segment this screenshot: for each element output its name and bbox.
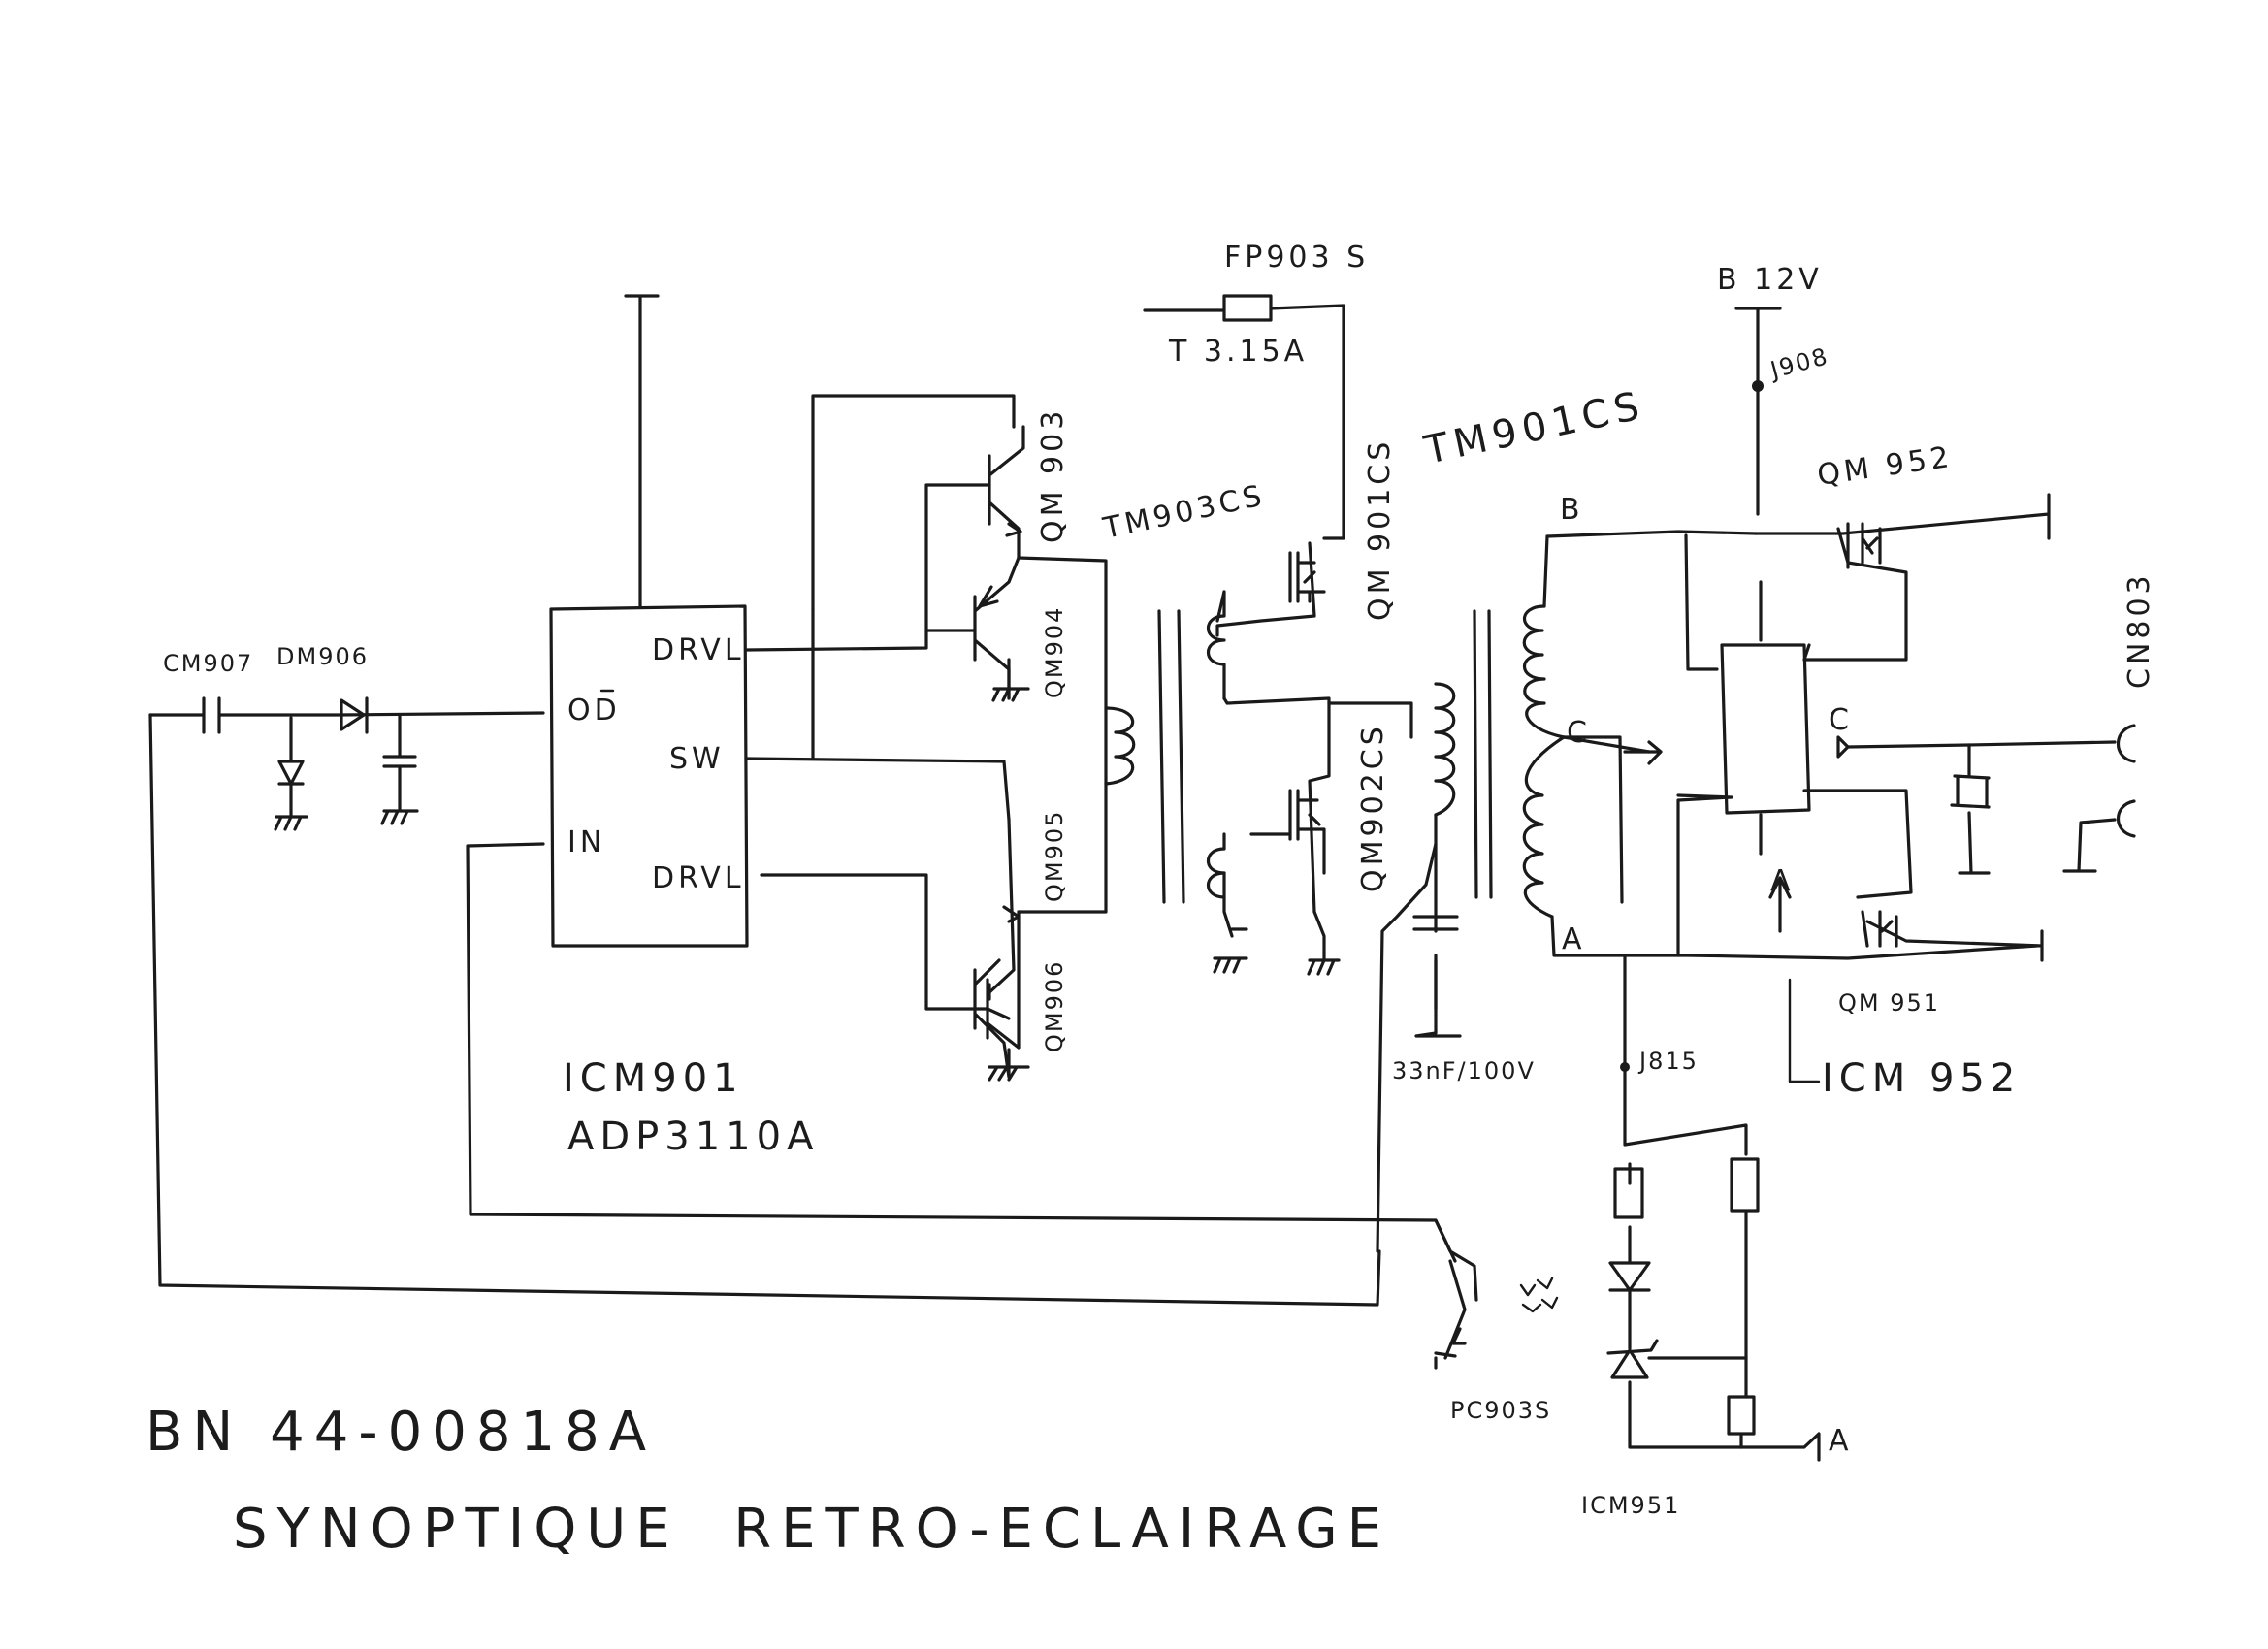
node-labels: B C A A A C: [1560, 493, 1853, 1458]
ic-labels: ICM901 ADP3110A 33nF/100V J815 ICM 952 P…: [563, 1048, 2021, 1519]
label-tm903cs: TM903CS: [1099, 478, 1268, 546]
ic-pin-labels: OD IN DRVL SW DRVL: [567, 633, 745, 895]
label-j815: J815: [1637, 1048, 1699, 1075]
pin-sw: SW: [669, 742, 725, 776]
label-qm902cs: QM902CS: [1356, 723, 1390, 892]
transformer-tm903cs: [1104, 609, 1185, 904]
label-qm906: QM906: [1041, 960, 1068, 1052]
label-b12v: B 12V: [1717, 263, 1823, 297]
title-block: BN 44-00818A SYNOPTIQUE RETRO-ECLAIRAGE: [146, 1401, 1391, 1561]
tm903-secondary-coils: [1207, 590, 1248, 974]
icm952-controller: [1720, 643, 1811, 815]
shunt-capacitor: [380, 713, 419, 825]
label-qm903: QM 903: [1036, 407, 1070, 543]
shunt-diode: [274, 716, 308, 831]
resistor-left: [1613, 1167, 1644, 1219]
label-qm904: QM904: [1041, 606, 1068, 698]
junction-j908: [1752, 380, 1764, 392]
node-a-internal: A: [1770, 864, 1795, 898]
resistor-right: [1730, 1157, 1760, 1212]
pin-drvl-bottom: DRVL: [652, 861, 745, 895]
capacitor-33nf: [1412, 915, 1459, 931]
fuse-fp903s: [1222, 294, 1273, 322]
label-33nf: 33nF/100V: [1392, 1057, 1536, 1084]
node-b: B: [1560, 493, 1584, 527]
diode-icm951: [1608, 1261, 1651, 1292]
label-qm951: QM 951: [1838, 989, 1940, 1017]
resistor-bottom: [1727, 1395, 1756, 1436]
mosfet-ground: [1307, 958, 1341, 976]
transformer-tm901cs: [1434, 604, 1663, 919]
mosfet-qm902cs: [1249, 789, 1326, 875]
label-dm906: DM906: [276, 643, 369, 670]
node-a: A: [1562, 922, 1586, 956]
node-c: C: [1567, 716, 1591, 750]
output-capacitor: [1950, 774, 1991, 809]
internal-arrow-a: [1768, 876, 1792, 933]
node-a-out: A: [1829, 1424, 1853, 1458]
pin-drvl-top: DRVL: [652, 633, 745, 667]
connector-cn803: [1836, 724, 2136, 838]
label-icm901: ICM901: [563, 1056, 744, 1101]
transistor-qm906: [973, 958, 1030, 1082]
zener-icm951: [1606, 1339, 1659, 1379]
label-t315a: T 3.15A: [1168, 335, 1308, 369]
part-number: BN 44-00818A: [146, 1401, 656, 1464]
label-qm952: QM 952: [1815, 440, 1955, 493]
mosfet-qm951: [1861, 910, 1898, 948]
label-fp903s: FP903 S: [1224, 241, 1369, 275]
capacitor-cm907: [202, 696, 221, 734]
transistor-qm905: [986, 818, 1021, 1050]
pin-od: OD: [567, 694, 621, 728]
transistor-qm903: [988, 425, 1025, 560]
label-icm952: ICM 952: [1822, 1056, 2021, 1101]
label-cm907: CM907: [163, 650, 253, 677]
diagram-title: SYNOPTIQUE RETRO-ECLAIRAGE: [233, 1498, 1391, 1561]
label-icm951: ICM951: [1581, 1492, 1680, 1519]
label-qm905: QM905: [1041, 810, 1068, 902]
mosfet-qm901cs: [1288, 551, 1326, 603]
icm901-controller: [549, 604, 749, 948]
mosfet-qm952: [1836, 522, 1882, 569]
diode-dm906: [340, 696, 369, 734]
label-pc903s: PC903S: [1450, 1397, 1551, 1424]
label-j908: J908: [1766, 342, 1831, 384]
junction-j815: [1620, 1062, 1630, 1072]
label-adp3110a: ADP3110A: [567, 1115, 819, 1159]
pin-in: IN: [567, 825, 605, 859]
label-tm901cs: TM901CS: [1420, 383, 1649, 473]
label-qm901cs: QM 901CS: [1363, 438, 1397, 621]
label-cn803: CN803: [2122, 571, 2156, 689]
optocoupler-pc903s: [1434, 1218, 1559, 1370]
node-c-right: C: [1829, 703, 1853, 737]
transistor-qm904: [973, 556, 1030, 702]
